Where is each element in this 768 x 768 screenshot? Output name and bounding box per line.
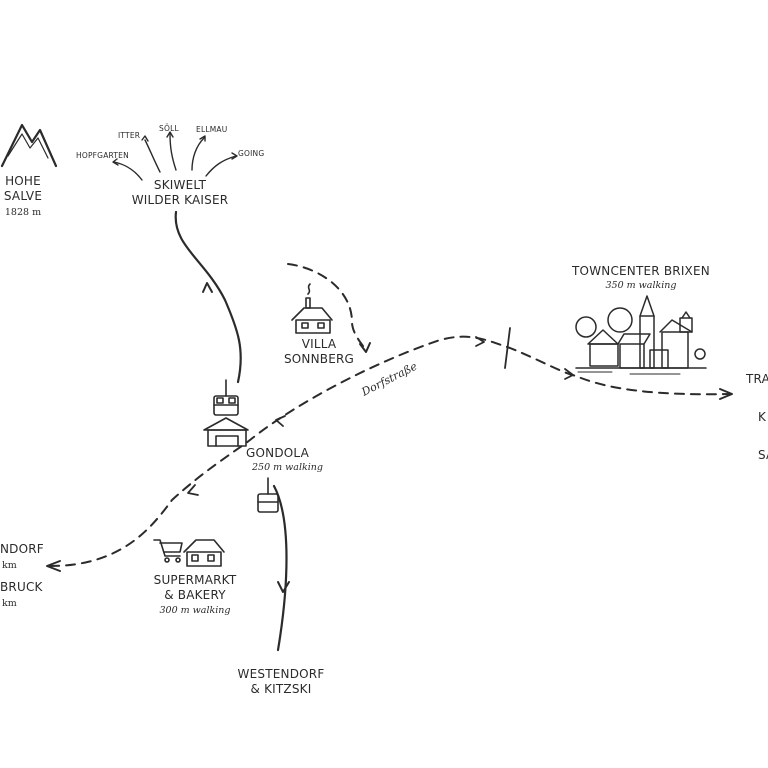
arrow-right-icon [564, 368, 574, 380]
westendorf-kitzski-label: WESTENDORF & KITZSKI [226, 667, 336, 697]
left-edge-label-1: NDORF [0, 542, 44, 556]
right-edge-label-1: TRA [746, 372, 768, 386]
hohe-salve-elevation: 1828 m [4, 207, 42, 218]
villa-name-1: VILLA [301, 337, 337, 351]
hohe-salve-name-2: SALVE [3, 189, 43, 203]
arrow-up-icon [202, 282, 213, 293]
arrow-right-icon [719, 388, 733, 400]
house-icon [183, 539, 225, 567]
supermarket-label: SUPERMARKT & BAKERY [142, 573, 248, 603]
supermarket-name-1: SUPERMARKT [153, 573, 237, 587]
destination-hopfgarten: HOPFGARTEN [76, 151, 129, 160]
left-edge-distance-2: km [2, 598, 17, 609]
mountain-icon [0, 123, 58, 168]
street-name-label: Dorfstraße [359, 359, 420, 399]
gondola-cabin-icon [257, 477, 279, 513]
dashed-path-villa [287, 263, 367, 351]
shopping-cart-icon [153, 539, 183, 563]
westendorf-name-1: WESTENDORF [237, 667, 325, 681]
towncenter-distance: 350 m walking [605, 280, 677, 291]
arrow-right-icon [475, 336, 485, 347]
cable-line-skiwelt [174, 210, 242, 384]
arrow-down-icon [277, 581, 290, 593]
cable-line-westendorf [272, 484, 288, 652]
gondola-label: GONDOLA [246, 446, 309, 460]
gondola-station-icon [203, 417, 249, 447]
destination-itter: ITTER [118, 131, 141, 140]
skiwelt-direction-arrows [112, 131, 238, 181]
skiwelt-label: SKIWELT WILDER KAISER [118, 178, 242, 208]
gondola-cabin-icon [213, 379, 239, 416]
skiwelt-name-1: SKIWELT [153, 178, 207, 192]
hohe-salve-name-1: HOHE [5, 174, 41, 188]
left-edge-label-2: BRUCK [0, 580, 43, 594]
path-crossing-mark [504, 327, 511, 369]
supermarket-distance: 300 m walking [159, 605, 231, 616]
skiwelt-name-2: WILDER KAISER [131, 193, 229, 207]
villa-name-2: SONNBERG [283, 352, 355, 366]
arrow-left-icon [187, 484, 199, 496]
arrow-left-icon [275, 415, 286, 427]
left-edge-distance-1: km [2, 560, 17, 571]
right-edge-label-2: K [758, 410, 767, 424]
destination-ellmau: ELLMAU [196, 125, 228, 134]
westendorf-name-2: & KITZSKI [250, 682, 312, 696]
gondola-distance: 250 m walking [252, 462, 324, 473]
villa-label: VILLA SONNBERG [276, 337, 362, 367]
destination-soell: SÖLL [159, 124, 179, 133]
hohe-salve-label: HOHE SALVE [0, 174, 46, 204]
destination-going: GOING [238, 149, 265, 158]
arrow-down-icon [359, 342, 371, 353]
dashed-path-dorfstrasse [49, 335, 731, 567]
house-icon [291, 283, 333, 334]
right-edge-label-3: SA [758, 448, 768, 462]
church-icon [575, 295, 707, 375]
towncenter-label: TOWNCENTER BRIXEN [572, 264, 710, 278]
supermarket-name-2: & BAKERY [164, 588, 226, 602]
arrow-left-icon [46, 560, 61, 572]
